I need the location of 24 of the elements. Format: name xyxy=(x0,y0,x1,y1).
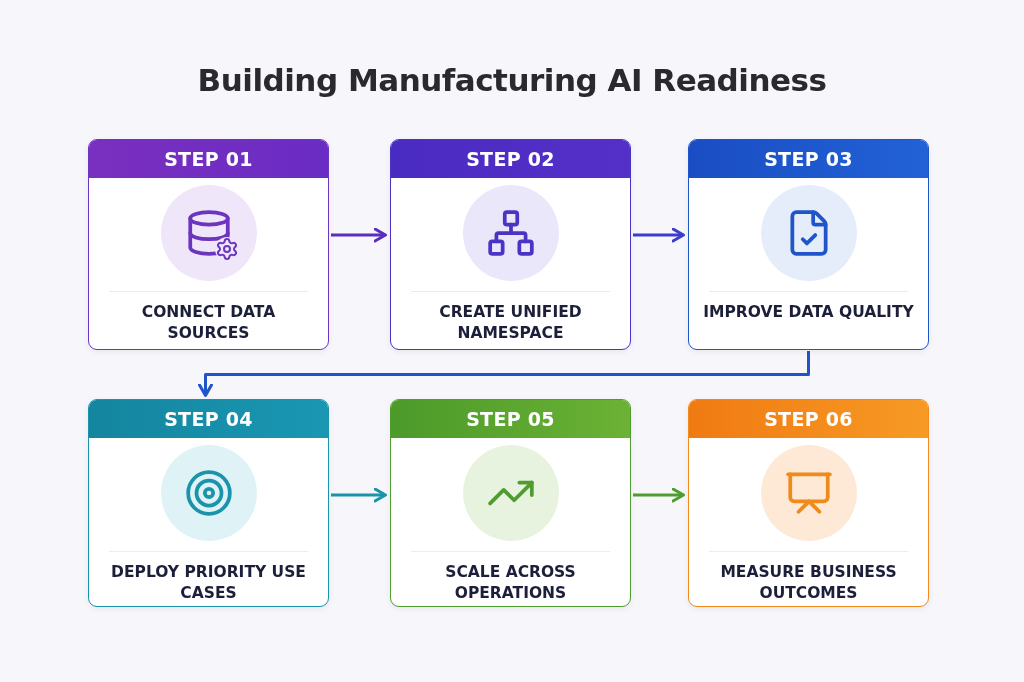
arrow xyxy=(331,487,387,503)
step-card xyxy=(390,399,631,607)
step-header: STEP 04 xyxy=(89,400,328,438)
step-card xyxy=(688,399,929,607)
step-card xyxy=(88,399,329,607)
arrow xyxy=(198,351,810,397)
step-header: STEP 03 xyxy=(689,140,928,178)
step-label: DEPLOY PRIORITY USE CASES xyxy=(110,562,307,604)
step-card xyxy=(88,139,329,350)
arrow xyxy=(331,227,387,243)
step-header: STEP 01 xyxy=(89,140,328,178)
step-label: CREATE UNIFIED NAMESPACE xyxy=(438,302,583,344)
step-label: MEASURE BUSINESS OUTCOMES xyxy=(719,562,898,604)
step-label: IMPROVE DATA QUALITY xyxy=(702,302,915,323)
arrow xyxy=(633,487,685,503)
step-label: CONNECT DATA SOURCES xyxy=(140,302,277,344)
arrow xyxy=(633,227,685,243)
title: Building Manufacturing AI Readiness xyxy=(196,62,828,98)
step-label: SCALE ACROSS OPERATIONS xyxy=(444,562,577,604)
step-card xyxy=(390,139,631,350)
step-card xyxy=(688,139,929,350)
step-header: STEP 02 xyxy=(391,140,630,178)
step-header: STEP 05 xyxy=(391,400,630,438)
step-header: STEP 06 xyxy=(689,400,928,438)
